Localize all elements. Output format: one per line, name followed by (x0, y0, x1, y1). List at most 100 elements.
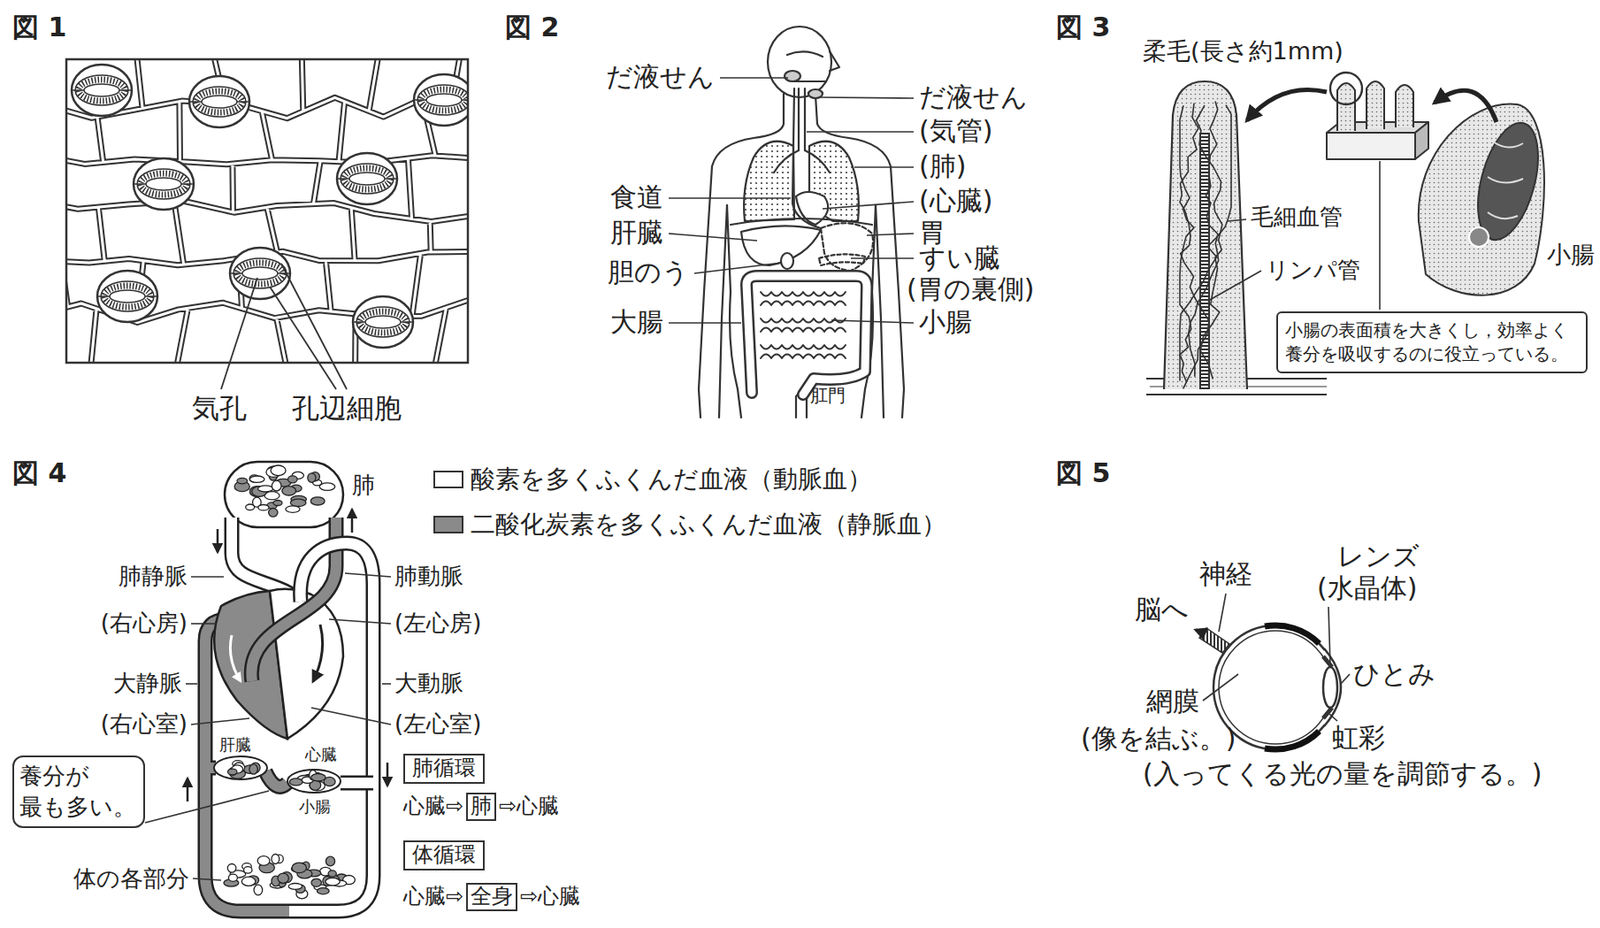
part-label: 肺動脈 (394, 563, 464, 590)
part-label: 柔毛(長さ約1mm) (1142, 37, 1344, 65)
leader-line (221, 263, 347, 390)
figure-number: 図 5 (1056, 458, 1111, 490)
small-label: 肝臓 (219, 735, 252, 755)
circulation-diagram (340, 777, 374, 789)
human-body (727, 205, 742, 418)
intestine-block (1487, 141, 1524, 219)
part-label: 気孔 (191, 392, 247, 425)
box-text: 小腸の表面積を大きくし，効率よく 養分を吸収するのに役立っている。 (1285, 318, 1579, 367)
human-body (829, 51, 840, 71)
circulation-diagram (310, 497, 325, 506)
legend-text: 二酸化炭素を多くふくんだ血液（静脈血） (470, 510, 947, 539)
leaf-epidermis (353, 321, 413, 323)
leader-line (344, 573, 391, 577)
circulation-diagram (241, 876, 256, 886)
leader-line (269, 286, 337, 390)
part-label: レンズ (1337, 541, 1420, 573)
human-body (798, 88, 805, 151)
leaf-epidermis (84, 84, 120, 97)
part-label: 胆のう (607, 257, 689, 289)
circulation-diagram (257, 856, 270, 866)
leaf-epidermis (336, 153, 398, 205)
leader-line (1208, 219, 1262, 301)
leaf-epidermis (359, 311, 406, 333)
leader-line (382, 682, 391, 685)
figure-number: 図 2 (505, 12, 559, 44)
circulation-diagram (307, 473, 316, 483)
intestine-block (1378, 160, 1381, 310)
villus (1179, 105, 1232, 382)
leaf-epidermis (104, 285, 151, 307)
circulation-diagram (258, 485, 274, 492)
leader-line (1202, 673, 1239, 701)
leaf-epidermis (352, 296, 414, 348)
circulation-diagram (311, 878, 322, 887)
circulation-diagram (243, 765, 258, 774)
villus (1196, 105, 1223, 380)
leader-line (668, 77, 914, 323)
leaf-epidermis (140, 173, 187, 195)
part-label: (像を結ぶ。) (1080, 723, 1236, 755)
inline-box: 全身 (466, 882, 518, 912)
human-body (780, 252, 794, 269)
leader-line (820, 97, 914, 99)
leader-line (719, 76, 789, 79)
legend-text: 酸素を多くふくんだ血液（動脈血） (470, 465, 873, 494)
flow-text: ⇨心臓 (520, 884, 581, 910)
circulation-diagram (291, 862, 307, 873)
title-box: 体循環 (403, 840, 485, 871)
leader-line (822, 201, 914, 209)
leader-line (1340, 673, 1350, 684)
title-box: 肺循環 (403, 753, 485, 784)
small-label: 肛門 (810, 385, 846, 406)
part-label: 肝臓 (610, 217, 664, 249)
circulation-diagram (270, 465, 286, 476)
circulation-diagram (205, 461, 374, 912)
part-label: (左心室) (394, 711, 482, 738)
human-body (875, 205, 884, 418)
intestine-block (1469, 227, 1489, 247)
circulation-diagram (205, 875, 290, 912)
circulation-diagram (244, 866, 253, 873)
leader-line (311, 707, 391, 725)
circulation-diagram (258, 505, 269, 511)
figure-number: 図 1 (12, 12, 67, 44)
circulation-diagram (300, 543, 374, 602)
villus (1179, 105, 1195, 383)
leaf-epidermis (421, 89, 467, 111)
leaf-epidermis (201, 95, 238, 108)
human-body (743, 141, 795, 222)
leaf-epidermis (365, 315, 401, 329)
intestine-block (1466, 116, 1549, 247)
leader-line (831, 320, 914, 323)
circulation-diagram (325, 877, 340, 886)
villus (1179, 103, 1210, 390)
leader-line (668, 321, 742, 324)
circulation-diagram (287, 769, 341, 793)
leader-line (668, 197, 791, 200)
part-label: 孔辺細胞 (291, 392, 402, 425)
circulation-diagram (268, 508, 278, 518)
legend-swatch (433, 470, 464, 489)
human-body (794, 80, 827, 83)
box-text: 体循環 (412, 842, 476, 868)
part-label: (水晶体) (1316, 573, 1417, 605)
circulation-diagram (229, 635, 241, 682)
eye (1264, 625, 1320, 644)
part-label: ひとみ (1353, 658, 1436, 690)
circulation-diagram (227, 864, 237, 873)
legend-item: 二酸化炭素を多くふくんだ血液（静脈血） (433, 510, 947, 539)
flow-arrow (216, 528, 220, 552)
leaf-epidermis (66, 59, 468, 363)
circulation-diagram (317, 888, 330, 895)
leader-line (1202, 593, 1350, 721)
leader-line (854, 166, 914, 169)
leaf-epidermis (66, 59, 468, 363)
human-body (808, 89, 823, 99)
leaf-epidermis (229, 247, 291, 299)
circulation-diagram (300, 543, 374, 602)
leaf-epidermis (109, 290, 146, 303)
leaf-epidermis (337, 177, 397, 180)
intestine-block (1247, 72, 1550, 310)
circulation-diagram (237, 477, 248, 484)
